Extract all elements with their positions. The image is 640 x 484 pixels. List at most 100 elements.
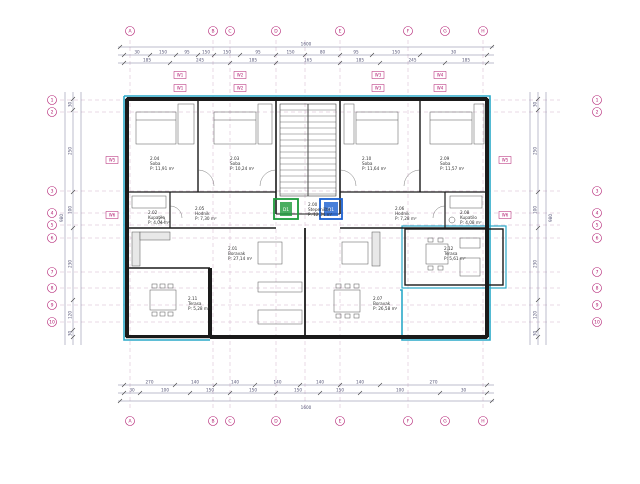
- grid-bubble-bottom-b: B: [208, 416, 218, 426]
- svg-text:H: H: [481, 29, 484, 35]
- room-number: 2.03: [230, 156, 240, 161]
- svg-text:2: 2: [51, 110, 54, 116]
- walls: [125, 97, 504, 339]
- svg-text:8: 8: [51, 286, 54, 292]
- room-area: P: 11,57 m²: [440, 166, 465, 171]
- dimension-overall-right: 980: [548, 214, 553, 222]
- bathtub: [449, 195, 483, 209]
- dimension-value: 100: [161, 388, 169, 393]
- room-number: 2.04: [150, 156, 160, 161]
- svg-text:10: 10: [594, 320, 600, 326]
- bed: [429, 111, 473, 145]
- grid-bubble-left-1: 1: [47, 95, 57, 105]
- svg-text:W5: W5: [109, 158, 116, 163]
- dimension-value: 150: [392, 50, 400, 55]
- svg-text:B: B: [211, 419, 214, 425]
- dimension-value: 245: [196, 58, 204, 63]
- dimension-value: 150: [223, 50, 231, 55]
- svg-text:4: 4: [596, 211, 599, 217]
- room-area: P: 7,28 m²: [395, 216, 417, 221]
- grid-bubble-right-4: 4: [592, 208, 602, 218]
- dimension-value: 30: [68, 102, 73, 108]
- dimension-value: 30: [68, 331, 73, 337]
- svg-text:W1: W1: [177, 73, 184, 78]
- room-name: Terasa: [187, 301, 202, 306]
- window-tag: W4: [433, 71, 447, 79]
- svg-text:F: F: [407, 419, 410, 425]
- kitchen-counter: [131, 231, 141, 267]
- grid-bubble-left-10: 10: [47, 317, 57, 327]
- grid-bubble-bottom-d: D: [271, 416, 281, 426]
- door-highlight-green[interactable]: [273, 198, 299, 220]
- room-name: Boravak: [228, 251, 246, 256]
- svg-text:1: 1: [596, 98, 599, 104]
- window-tag: W3: [371, 71, 385, 79]
- room-area: P: 12,34 m²: [308, 212, 333, 217]
- dimension-value: 140: [274, 380, 282, 385]
- dimension-value: 30: [533, 102, 538, 108]
- svg-text:6: 6: [51, 236, 54, 242]
- svg-text:2: 2: [596, 110, 599, 116]
- svg-text:W6: W6: [502, 213, 509, 218]
- dimension-value: 270: [430, 380, 438, 385]
- room-number: 2.12: [444, 246, 454, 251]
- svg-text:10: 10: [49, 320, 55, 326]
- furniture: [131, 103, 485, 325]
- window-tag: W6: [105, 211, 119, 219]
- room-name: Soba: [362, 161, 373, 166]
- grid-bubble-left-2: 2: [47, 107, 57, 117]
- dining-table: [149, 289, 177, 311]
- svg-text:W5: W5: [502, 158, 509, 163]
- dimension-value: 185: [462, 58, 470, 63]
- svg-text:1: 1: [51, 98, 54, 104]
- room-area: P: 11,91 m²: [150, 166, 175, 171]
- door-swings: [169, 169, 446, 219]
- svg-text:C: C: [228, 419, 231, 425]
- grid-bubble-bottom-a: A: [125, 416, 135, 426]
- window-tag: W5: [105, 156, 119, 164]
- svg-text:W3: W3: [375, 86, 382, 91]
- window-tag: W3: [371, 84, 385, 92]
- grid-bubble-right-6: 6: [592, 233, 602, 243]
- room-name: Hodnik: [195, 211, 210, 216]
- svg-text:W3: W3: [375, 73, 382, 78]
- grid-bubble-bottom-f: F: [403, 416, 413, 426]
- dimension-value: 150: [249, 388, 257, 393]
- dimension-value: 185: [249, 58, 257, 63]
- door-tag-green: D1: [283, 207, 289, 213]
- svg-text:D: D: [274, 419, 278, 425]
- wardrobe: [343, 103, 355, 145]
- grid-bubble-top-e: E: [335, 26, 345, 36]
- svg-text:7: 7: [596, 270, 599, 276]
- svg-text:G: G: [443, 419, 447, 425]
- dimension-value: 30: [451, 50, 457, 55]
- svg-text:W4: W4: [437, 86, 444, 91]
- room-number: 2.05: [195, 206, 205, 211]
- door-highlight-blue[interactable]: [319, 198, 343, 220]
- room-number: 2.06: [395, 206, 405, 211]
- room-number: 2.00: [308, 202, 318, 207]
- room-name: Soba: [230, 161, 241, 166]
- wall-hatching: [125, 97, 489, 339]
- dimension-value: 30: [533, 331, 538, 337]
- grid-bubble-top-h: H: [478, 26, 488, 36]
- room-name: Kupatilo: [148, 215, 165, 220]
- kitchen-counter: [371, 231, 381, 267]
- dimension-value: 140: [191, 380, 199, 385]
- grid-bubble-top-f: F: [403, 26, 413, 36]
- svg-text:B: B: [211, 29, 214, 35]
- bed: [135, 111, 177, 145]
- grid-bubble-left-3: 3: [47, 186, 57, 196]
- svg-text:W4: W4: [437, 73, 444, 78]
